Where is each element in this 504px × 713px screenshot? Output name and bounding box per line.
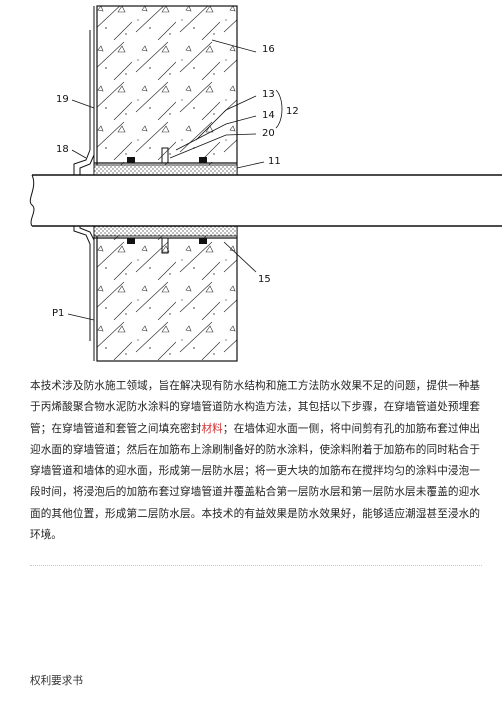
label-16: 16	[262, 44, 275, 55]
claims-heading: 权利要求书	[30, 675, 83, 687]
label-19: 19	[56, 94, 69, 105]
abstract-text-part2: ；在墙体迎水面一侧，将中间剪有孔的加筋布套过伸出迎水面的穿墙管道；然后在加筋布上…	[30, 422, 480, 542]
label-P1: P1	[52, 308, 64, 319]
abstract-highlight-link[interactable]: 材料	[201, 422, 223, 435]
abstract-paragraph: 本技术涉及防水施工领域，旨在解决现有防水结构和施工方法防水效果不足的问题，提供一…	[30, 376, 480, 546]
label-20: 20	[262, 128, 275, 139]
label-13: 13	[262, 89, 275, 100]
label-14: 14	[262, 110, 275, 121]
label-18: 18	[56, 144, 69, 155]
label-11: 11	[268, 156, 281, 167]
through-wall-pipe	[29, 174, 502, 227]
water-stop-blocks	[127, 147, 207, 254]
abstract-text-part1: 本技术涉及防水施工领域，旨在解决现有防水结构和施工方法防水效果不足的问题，提供一…	[30, 380, 480, 435]
part-labels: 16 13 12 14 20 19 18 11 15 P1	[52, 44, 299, 319]
pipe-waterproofing-diagram: 16 13 12 14 20 19 18 11 15 P1	[29, 5, 502, 362]
label-15: 15	[258, 274, 271, 285]
label-12: 12	[286, 106, 299, 117]
section-divider	[30, 565, 482, 566]
leader-lines	[67, 39, 283, 321]
